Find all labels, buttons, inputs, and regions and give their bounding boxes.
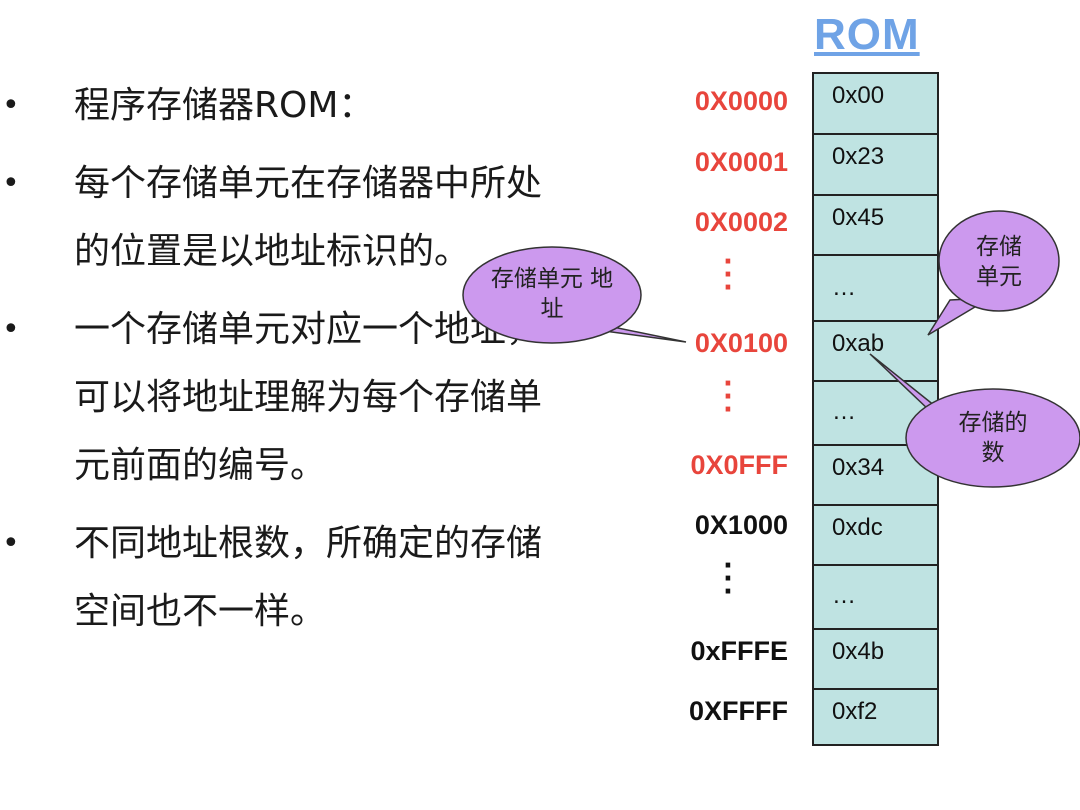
memory-cell: … xyxy=(814,382,937,446)
memory-cell: 0x23 xyxy=(814,135,937,196)
cell-value: 0x34 xyxy=(832,454,885,481)
bullet-line: 可以将地址理解为每个存储单 xyxy=(74,377,543,418)
rom-title: ROM xyxy=(814,10,920,59)
address-label: 0X0000 xyxy=(694,86,788,116)
address-label: 0X0100 xyxy=(694,328,788,358)
cell-value: … xyxy=(832,582,856,609)
bullet-line: 元前面的编号。 xyxy=(74,445,327,486)
vertical-ellipsis-icon: ··· xyxy=(723,551,733,607)
bullet-list: • 程序存储器ROM： • 每个存储单元在存储器中所处 的位置是以地址标识的。 … xyxy=(0,0,580,700)
cell-value: 0xf2 xyxy=(832,698,878,725)
memory-cell: … xyxy=(814,256,937,322)
callout-address-text: 存储单元 地址 xyxy=(490,266,614,322)
address-label: 0X0001 xyxy=(694,147,788,177)
callout-number-bubble xyxy=(905,388,1080,488)
cell-value: … xyxy=(832,274,856,301)
memory-cell: 0xdc xyxy=(814,506,937,566)
memory-cell: … xyxy=(814,566,937,630)
vertical-ellipsis-icon: ··· xyxy=(723,247,733,303)
address-label: 0xFFFE xyxy=(690,636,788,666)
callout-unit-bubble xyxy=(938,210,1060,312)
cell-value: … xyxy=(832,398,856,425)
bullet-line: 的位置是以地址标识的。 xyxy=(74,231,471,272)
callout-unit-text: 存储 单元 xyxy=(976,234,1022,290)
cell-value: 0x00 xyxy=(832,82,885,109)
cell-value: 0x23 xyxy=(832,143,885,170)
bullet-line: 程序存储器ROM： xyxy=(74,85,375,126)
cell-value: 0x45 xyxy=(832,204,885,231)
bullet-line: 空间也不一样。 xyxy=(74,591,327,632)
cell-value: 0x4b xyxy=(832,638,885,665)
address-label: 0XFFFF xyxy=(689,696,788,726)
cell-value: 0xdc xyxy=(832,514,883,541)
bullet-line: 每个存储单元在存储器中所处 xyxy=(74,163,543,204)
rom-memory-column: 0x00 0x23 0x45 … 0xab … 0x34 0xdc … 0x4b… xyxy=(812,72,939,746)
bullet-symbol: • xyxy=(2,312,20,347)
cell-value: 0xab xyxy=(832,330,885,357)
bullet-line: 不同地址根数，所确定的存储 xyxy=(74,523,543,564)
memory-cell: 0x4b xyxy=(814,630,937,690)
bullet-symbol: • xyxy=(2,526,20,561)
callout-number-text: 存储的 数 xyxy=(958,410,1028,466)
bullet-symbol: • xyxy=(2,88,20,123)
address-label: 0X0002 xyxy=(694,207,788,237)
callout-address-bubble xyxy=(462,246,642,344)
memory-cell: 0x34 xyxy=(814,446,937,506)
vertical-ellipsis-icon: ··· xyxy=(723,369,733,425)
address-label: 0X1000 xyxy=(694,510,788,540)
bullet-symbol: • xyxy=(2,166,20,201)
memory-cell: 0x00 xyxy=(814,74,937,135)
memory-cell: 0x45 xyxy=(814,196,937,256)
memory-cell: 0xab xyxy=(814,322,937,382)
memory-cell: 0xf2 xyxy=(814,690,937,744)
bullet-line: 一个存储单元对应一个地址， xyxy=(74,309,543,350)
address-label: 0X0FFF xyxy=(690,450,788,480)
